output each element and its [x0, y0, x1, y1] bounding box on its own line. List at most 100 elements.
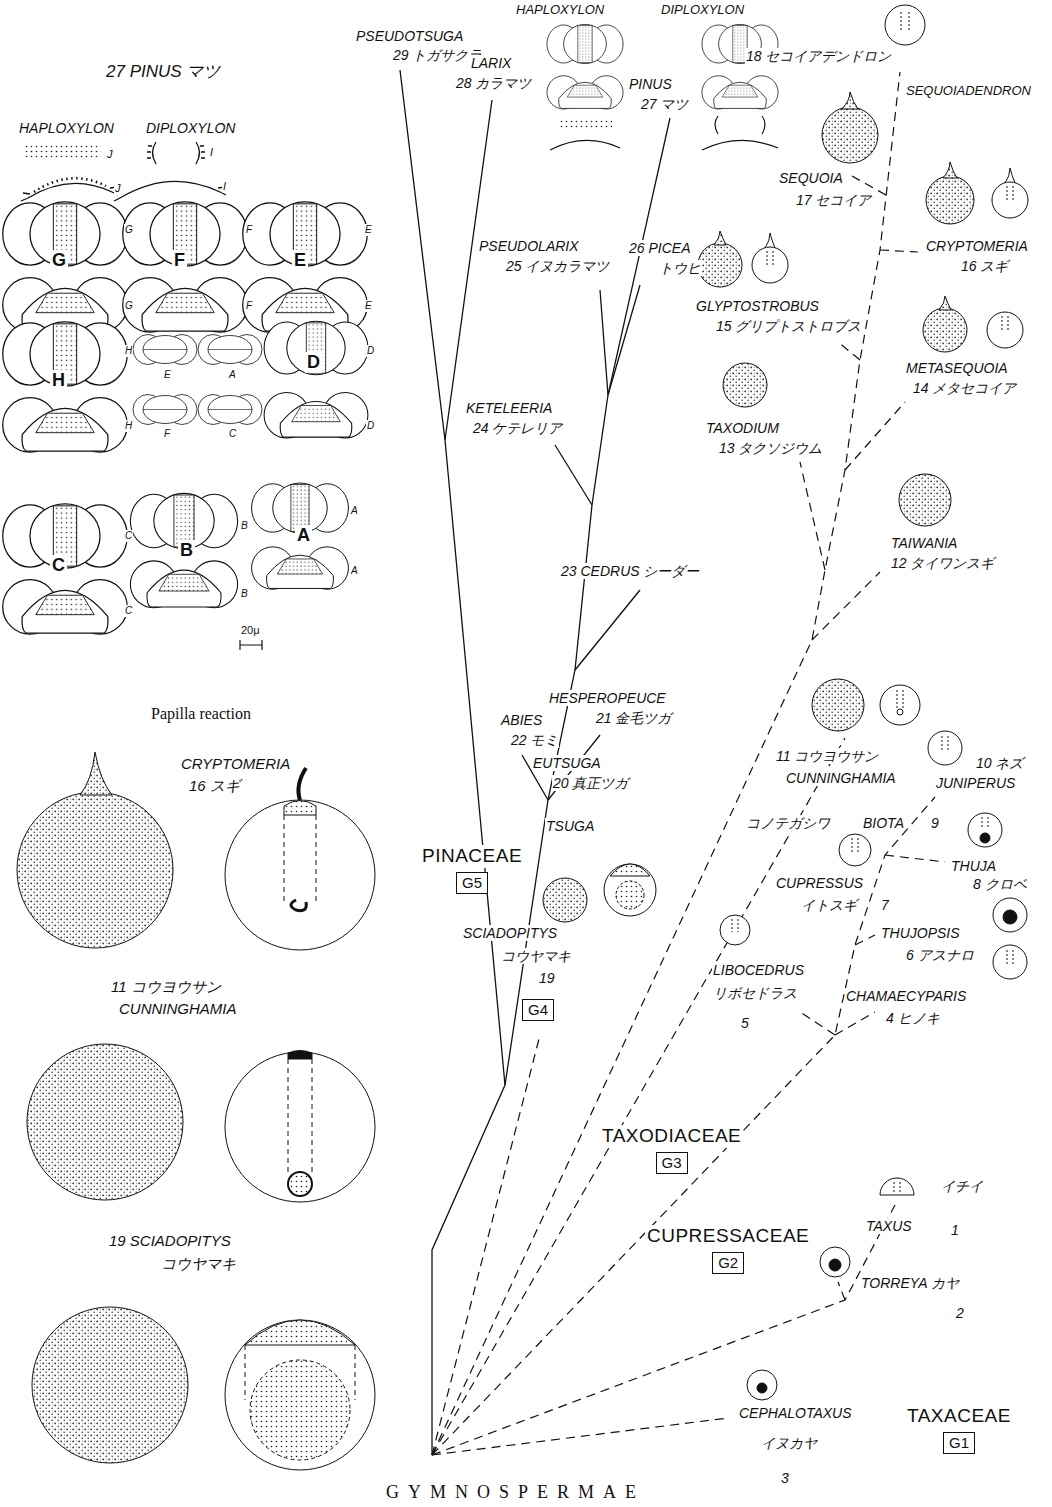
sub-label: I	[222, 180, 227, 193]
taxon-label: CEPHALOTAXUS	[738, 1405, 853, 1421]
taxon-label: TAIWANIA	[890, 535, 958, 551]
pollen-letter: B	[178, 540, 195, 561]
taxon-label: 26 PICEA	[628, 240, 691, 256]
taxon-label: 19	[538, 970, 556, 986]
sub-label: H	[124, 420, 133, 432]
family-name: TAXACEAE	[905, 1405, 1013, 1428]
taxon-label: PSEUDOLARIX	[478, 238, 580, 254]
sub-label: F	[245, 224, 253, 236]
taxon-label: 17 セコイア	[795, 192, 872, 208]
taxon-label: 23 CEDRUS シーダー	[560, 563, 700, 579]
taxon-label: コウヤマキ	[500, 948, 572, 964]
taxon-label: CUNNINGHAMIA	[785, 770, 897, 786]
sub-label: G	[124, 224, 134, 236]
taxon-label: 8 クロベ	[972, 876, 1028, 892]
family-group: CUPRESSACEAE G2	[645, 1225, 811, 1274]
sub-label: E	[364, 300, 373, 312]
sub-label: D	[366, 420, 375, 432]
group-code: G1	[943, 1432, 975, 1454]
pollen-letter: H	[50, 370, 67, 391]
sub-label: 20μ	[240, 624, 261, 637]
taxon-label: イチイ	[940, 1178, 984, 1194]
sub-label: E	[364, 224, 373, 236]
heading-label: Papilla reaction	[150, 705, 252, 723]
sub-label: F	[245, 300, 253, 312]
family-group: TAXODIACEAEG3	[600, 1125, 743, 1174]
taxon-label: 15 グリプトストロブス	[715, 318, 862, 334]
sub-label: B	[240, 588, 249, 600]
sub-label: J	[114, 182, 122, 195]
group-code: G2	[712, 1252, 744, 1274]
pollen-letter: A	[295, 525, 312, 546]
taxon-label: 18 セコイアデンドロン	[745, 48, 892, 64]
sub-label: I	[209, 146, 214, 159]
taxon-label: 7	[880, 897, 890, 913]
taxon-label: リボセドラス	[712, 985, 798, 1001]
taxon-label: 1	[950, 1222, 960, 1238]
taxon-label: THUJOPSIS	[880, 925, 961, 941]
taxon-label: DIPLOXYLON	[145, 120, 236, 136]
taxon-label: 13 タクソジウム	[718, 440, 823, 456]
pollen-letter: F	[172, 250, 187, 271]
taxon-label: CUPRESSUS	[775, 875, 864, 891]
family-name: PINACEAE	[420, 845, 524, 868]
taxon-label: 9	[930, 815, 940, 831]
taxon-label: 28 カラマツ	[455, 75, 532, 91]
taxon-label: THUJA	[950, 858, 997, 874]
taxon-label: SEQUOIA	[778, 170, 844, 186]
taxon-label: ABIES	[500, 712, 543, 728]
taxon-label: KETELEERIA	[465, 400, 553, 416]
taxon-label: 11 コウヨウサン	[110, 978, 222, 995]
taxon-label: 3	[780, 1470, 790, 1486]
taxon-label: SCIADOPITYS	[462, 925, 558, 941]
taxon-label: 4 ヒノキ	[885, 1010, 941, 1026]
pollen-letter: C	[50, 555, 67, 576]
taxon-label: METASEQUOIA	[905, 360, 1009, 376]
taxon-label: LARIX	[470, 55, 512, 71]
taxon-label: CHAMAECYPARIS	[845, 988, 967, 1004]
taxon-label: コノテガシワ	[745, 815, 831, 831]
pollen-letter: D	[305, 352, 322, 373]
taxon-label: 2	[955, 1305, 965, 1321]
group-code: G4	[522, 999, 554, 1021]
family-group: TAXACEAE G1	[905, 1405, 1013, 1454]
taxon-label: BIOTA	[862, 815, 905, 831]
taxon-label: HAPLOXYLON	[18, 120, 115, 136]
taxon-label: 19 SCIADOPITYS	[108, 1232, 232, 1249]
heading-label: GYMNOSPERMAE	[385, 1482, 646, 1503]
taxon-label: GLYPTOSTROBUS	[695, 298, 820, 314]
family-name: CUPRESSACEAE	[645, 1225, 811, 1248]
family-group: PINACEAE G5	[420, 845, 524, 894]
family-group: G4	[522, 995, 554, 1021]
taxon-label: 27 マツ	[640, 96, 689, 112]
taxon-label: 20 真正ツガ	[552, 775, 629, 791]
taxon-label: TAXODIUM	[705, 420, 780, 436]
taxon-label: TAXUS	[865, 1218, 913, 1234]
taxon-label: コウヤマキ	[160, 1255, 237, 1272]
taxon-label: 25 イヌカラマツ	[505, 258, 610, 274]
taxon-label: 22 モミ	[510, 732, 559, 748]
sub-label: G	[124, 300, 134, 312]
sub-label: F	[163, 428, 171, 440]
taxon-label: 11 コウヨウサン	[775, 748, 879, 764]
taxon-label: CRYPTOMERIA	[180, 755, 291, 772]
sub-label: A	[228, 369, 237, 381]
taxon-label: 16 スギ	[188, 777, 241, 794]
taxon-label: イトスギ	[800, 897, 858, 913]
taxon-label: 12 タイワンスギ	[890, 555, 995, 571]
taxon-label: LIBOCEDRUS	[712, 962, 805, 978]
taxon-label: SEQUOIADENDRON	[905, 84, 1032, 99]
pollen-letter: E	[292, 250, 308, 271]
taxon-label: DIPLOXYLON	[660, 3, 745, 18]
taxon-label: JUNIPERUS	[935, 775, 1016, 791]
sub-label: B	[240, 520, 249, 532]
sub-label: A	[350, 565, 359, 577]
taxon-label: CRYPTOMERIA	[925, 238, 1029, 254]
taxon-label: EUTSUGA	[532, 755, 602, 771]
taxon-label: HAPLOXYLON	[515, 3, 605, 18]
sub-label: A	[350, 505, 359, 517]
sub-label: C	[228, 428, 237, 440]
taxon-label: トウヒ	[658, 260, 702, 276]
group-code: G5	[456, 872, 488, 894]
